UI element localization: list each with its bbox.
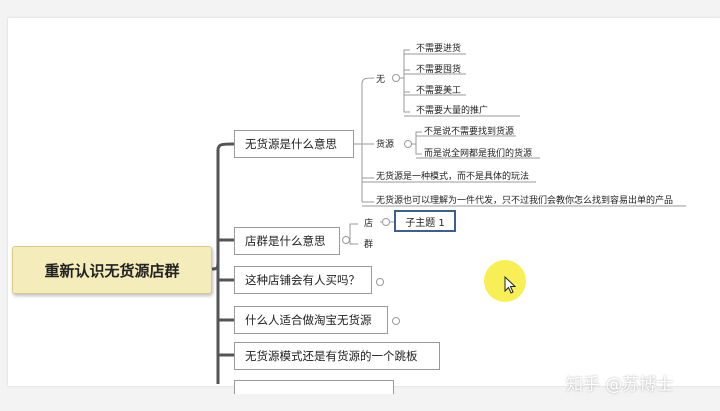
root-topic[interactable]: 重新认识无货源店群 [12,246,212,294]
branch-wu[interactable]: 无 [376,75,386,85]
collapse-icon[interactable] [382,218,390,226]
mouse-cursor-icon [504,276,516,294]
topic-who-suits[interactable]: 什么人适合做淘宝无货源 [234,306,388,334]
branch-qun[interactable]: 群 [364,240,374,250]
topic-stepping-stone[interactable]: 无货源模式还是有货源的一个跳板 [234,342,440,370]
node-no-designer[interactable]: 不需要美工 [416,86,462,96]
node-dropshipping[interactable]: 无货源也可以理解为一件代发，只不过我们会教你怎么找到容易出单的产品 [376,196,674,206]
node-is-a-mode[interactable]: 无货源是一种模式，而不是具体的玩法 [376,172,530,182]
topic-store-group-meaning[interactable]: 店群是什么意思 [234,227,340,255]
topic-label: 什么人适合做淘宝无货源 [245,313,372,327]
root-topic-label: 重新认识无货源店群 [44,261,180,280]
node-no-promotion[interactable]: 不需要大量的推广 [416,106,489,116]
topic-label: 无货源模式还是有货源的一个跳板 [245,349,418,363]
node-still-need-source[interactable]: 不是说不需要找到货源 [424,127,515,137]
collapse-icon[interactable] [392,74,400,82]
expand-icon[interactable] [392,317,400,325]
collapse-icon[interactable] [404,140,412,148]
topic-no-inventory-meaning[interactable]: 无货源是什么意思 [234,130,354,158]
selected-subtopic[interactable]: 子主题 1 [394,210,456,232]
collapse-icon[interactable] [342,236,350,244]
branch-huoyuan[interactable]: 货源 [376,140,395,150]
node-whole-web-source[interactable]: 而是说全网都是我们的货源 [424,149,533,159]
topic-label: 无货源是什么意思 [245,137,337,151]
subtopic-label: 子主题 1 [405,217,445,229]
expand-icon[interactable] [376,278,384,286]
node-no-stocking[interactable]: 不需要进货 [416,44,462,54]
topic-label: 店群是什么意思 [245,234,326,248]
node-no-hoarding[interactable]: 不需要囤货 [416,65,462,75]
watermark: 知乎 @苏博士 [566,375,674,395]
branch-dian[interactable]: 店 [364,219,374,229]
topic-partial[interactable] [234,380,394,394]
topic-will-anyone-buy[interactable]: 这种店铺会有人买吗？ [234,266,372,294]
topic-label: 这种店铺会有人买吗？ [245,273,360,287]
